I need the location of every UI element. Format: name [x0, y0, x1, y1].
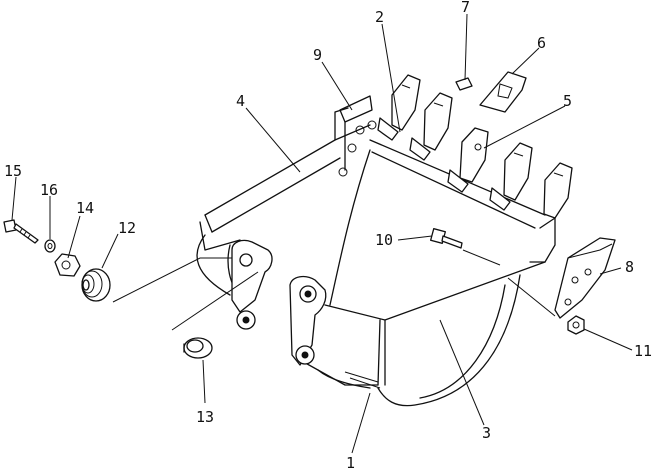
callout-9: 9: [313, 46, 322, 64]
tooth-tip-detached: [479, 71, 527, 113]
tooth-1: [377, 74, 421, 141]
bolt-10: [430, 228, 463, 249]
callout-8: 8: [625, 258, 634, 276]
callout-10: 10: [375, 231, 393, 249]
spacer-12: [81, 268, 111, 302]
callout-labels: 1 2 3 4 5 6 7 8 9 10 11 12 13 14 15 16: [4, 0, 652, 470]
tooth-3: [447, 127, 489, 193]
callout-4: 4: [236, 92, 245, 110]
teeth-row: [377, 74, 573, 219]
washer-16: [44, 239, 56, 253]
tooth-5: [543, 162, 573, 219]
callout-5: 5: [563, 92, 572, 110]
bolt-15: [3, 219, 39, 244]
callout-11: 11: [634, 342, 652, 360]
hinge-lugs: [231, 239, 327, 366]
callout-6: 6: [537, 34, 546, 52]
callout-2: 2: [375, 8, 384, 26]
leader-lines: [11, 13, 633, 454]
nut: [567, 315, 585, 335]
callout-1: 1: [346, 454, 355, 470]
callout-12: 12: [118, 219, 136, 237]
callout-14: 14: [76, 199, 94, 217]
side-cutter: [554, 237, 616, 319]
nut-14: [54, 253, 81, 277]
callout-15: 15: [4, 162, 22, 180]
bushing: [183, 337, 213, 359]
callout-7: 7: [461, 0, 470, 16]
side-wear-plate: [338, 95, 377, 177]
tooth-4: [489, 142, 533, 211]
callout-3: 3: [482, 424, 491, 442]
tooth-pin: [455, 77, 473, 91]
tooth-2: [409, 92, 453, 161]
callout-16: 16: [40, 181, 58, 199]
callout-13: 13: [196, 408, 214, 426]
